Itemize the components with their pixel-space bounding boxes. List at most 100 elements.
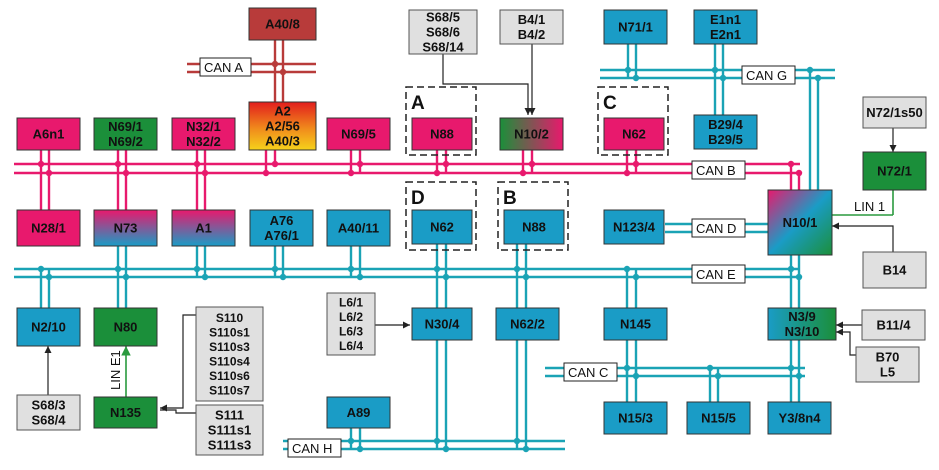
module-b11-4: B11/4 (861, 309, 926, 341)
module-label: N69/1 (108, 119, 143, 134)
group-a-frame (405, 86, 477, 156)
module-label: B4/2 (518, 27, 545, 42)
module-label: N10/1 (783, 215, 818, 230)
module-box (855, 346, 920, 383)
module-box (503, 209, 565, 245)
module-n62-top: N62 (603, 117, 665, 151)
module-label: N30/4 (425, 317, 460, 332)
module-box (693, 114, 758, 150)
module-box (411, 209, 473, 245)
module-a89: A89 (326, 396, 391, 429)
module-box (195, 404, 264, 456)
module-box (767, 401, 832, 435)
can-e-bus (14, 244, 801, 308)
module-box (195, 306, 264, 402)
module-n71-1: N71/1 (603, 9, 668, 45)
module-label: A89 (347, 405, 371, 420)
bus-lines (14, 40, 897, 453)
group-c-frame (597, 86, 669, 156)
module-label: B14 (883, 263, 908, 278)
module-label: N32/1 (186, 119, 221, 134)
lin-e1-label: LIN E1 (108, 350, 123, 390)
module-n73: N73 (93, 209, 158, 247)
module-n123-4: N123/4 (603, 209, 665, 245)
group-c-label: C (603, 93, 617, 114)
module-label: B11/4 (877, 318, 912, 333)
module-box (499, 117, 564, 151)
module-label: A76 (270, 213, 294, 228)
group-d-frame (405, 181, 477, 251)
can-h-label: CAN H (292, 441, 332, 456)
module-box (326, 292, 376, 356)
module-label: S68/3 (32, 398, 66, 413)
can-b-bus (14, 150, 801, 210)
module-label: A6n1 (33, 127, 65, 142)
module-n10-2: N10/2 (499, 117, 564, 151)
module-label: Y3/8n4 (779, 411, 822, 426)
module-n88-mid: N88 (503, 209, 565, 245)
module-box (171, 117, 236, 151)
module-label: B4/1 (518, 12, 545, 27)
module-box (862, 251, 927, 289)
module-n80: N80 (93, 307, 158, 347)
module-label: N2/10 (31, 320, 66, 335)
module-label: N72/1s50 (866, 105, 922, 120)
module-label: N62 (622, 127, 646, 142)
module-b14: B14 (862, 251, 927, 289)
group-b-label: B (503, 188, 517, 209)
module-box (16, 394, 81, 431)
module-n69-5: N69/5 (326, 117, 391, 151)
module-label: N80 (114, 320, 138, 335)
module-label: N3/10 (785, 324, 820, 339)
module-label: S111s1 (208, 423, 251, 438)
signal-arrows (44, 44, 897, 414)
module-box (495, 307, 560, 341)
module-a6n1: A6n1 (16, 117, 81, 151)
module-box (411, 117, 473, 151)
module-box (861, 309, 926, 341)
module-label: B29/4 (708, 117, 743, 132)
module-label: N71/1 (618, 20, 653, 35)
module-box (603, 117, 665, 151)
module-box (408, 9, 478, 55)
module-label: S111s3 (208, 438, 251, 453)
module-label: L6/4 (339, 339, 363, 353)
can-c-label: CAN C (568, 365, 608, 380)
module-box (93, 209, 158, 247)
module-box (248, 101, 317, 151)
module-a40-11: A40/11 (326, 209, 391, 247)
module-b4-1: B4/1B4/2 (499, 9, 564, 45)
module-box (93, 396, 158, 429)
module-label: A40/8 (265, 17, 300, 32)
module-box (603, 401, 668, 435)
bus-labels: CAN A CAN B CAN G CAN D CAN E CAN C CAN … (108, 57, 885, 458)
module-n72-1: N72/1 (862, 151, 927, 191)
module-label: S68/4 (32, 413, 67, 428)
module-label: E1n1 (710, 12, 741, 27)
module-n62-2: N62/2 (495, 307, 560, 341)
module-box (16, 117, 81, 151)
module-box (93, 307, 158, 347)
module-box (499, 9, 564, 45)
module-n28-1: N28/1 (16, 209, 81, 247)
module-box (171, 209, 236, 247)
group-b-frame (497, 181, 569, 251)
group-d-label: D (411, 188, 425, 209)
module-label: L6/3 (339, 325, 363, 339)
module-label: N69/2 (108, 134, 143, 149)
module-y3-8n4: Y3/8n4 (767, 401, 832, 435)
module-label: N15/3 (618, 411, 653, 426)
module-n72-1s50: N72/1s50 (862, 96, 927, 129)
can-e-label: CAN E (696, 267, 736, 282)
module-n135: N135 (93, 396, 158, 429)
module-box (248, 7, 317, 41)
